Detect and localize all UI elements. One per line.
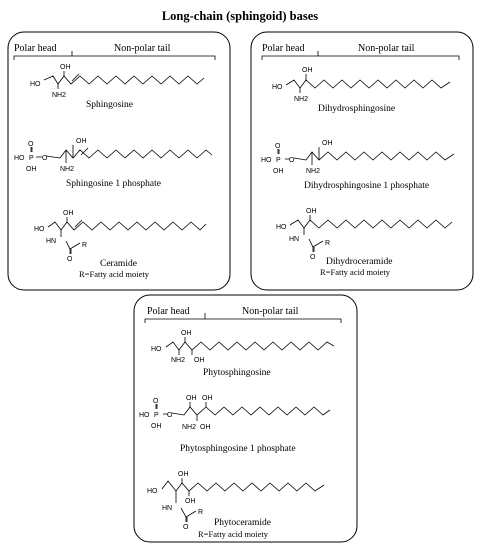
atom-label: P	[276, 157, 281, 164]
molecule-name: Phytoceramide	[214, 518, 271, 528]
atom-label: O	[67, 256, 73, 263]
atom-label: O	[167, 412, 173, 419]
atom-label: OH	[76, 138, 87, 145]
atom-label: OH	[302, 67, 313, 74]
atom-label: NH2	[52, 92, 66, 99]
atom-label: HO	[151, 346, 162, 353]
atom-label: OH	[202, 395, 213, 402]
atom-label: O	[153, 398, 159, 405]
molecule-dihydrosphingosine-1-phosphate: OH O P HO OH O NH2 Dihydrosphingosine 1 …	[261, 140, 455, 191]
atom-label: NH2	[171, 357, 185, 364]
atom-label: OH	[200, 424, 211, 431]
figure-title: Long-chain (sphingoid) bases	[162, 9, 318, 23]
atom-label: OH	[306, 208, 317, 215]
atom-label: HO	[272, 84, 283, 91]
atom-label: HO	[34, 226, 45, 233]
molecule-name: Phytosphingosine 1 phosphate	[180, 444, 296, 454]
atom-label: NH2	[306, 168, 320, 175]
molecule-note: R=Fatty acid moiety	[79, 269, 150, 279]
header-bracket	[13, 51, 216, 60]
atom-label: O	[183, 524, 189, 531]
molecule-phytosphingosine-1-phosphate: OH O P HO OH O OH NH2 OH Phytosphingosin…	[139, 395, 331, 454]
panel-border	[250, 31, 474, 291]
atom-label: OH	[273, 168, 284, 175]
atom-label: OH	[322, 140, 333, 147]
header-bracket	[144, 313, 342, 323]
molecule-note: R=Fatty acid moiety	[320, 267, 391, 277]
molecule-name: Dihydrosphingosine 1 phosphate	[304, 181, 429, 191]
atom-label: R	[325, 240, 330, 247]
atom-label: O	[289, 157, 295, 164]
atom-label: O	[310, 254, 316, 261]
atom-label: HO	[276, 224, 287, 231]
nonpolar-tail-label: Non-polar tail	[114, 43, 171, 54]
panel-dihydrosphingosine-family: Polar head Non-polar tail OH HO NH2 Dihy…	[250, 31, 474, 291]
molecule-note: R=Fatty acid moiety	[198, 529, 269, 539]
atom-label: O	[275, 143, 281, 150]
atom-label: OH	[194, 357, 205, 364]
molecule-name: Dihydrosphingosine	[318, 104, 395, 114]
atom-label: OH	[60, 64, 71, 71]
molecule-sphingosine-1-phosphate: OH O P HO OH O NH2 Sphingosine 1 phospha…	[14, 138, 213, 189]
molecule-sphingosine: OH HO NH2 Sphingosine	[30, 64, 205, 110]
atom-label: HO	[139, 412, 150, 419]
nonpolar-tail-label: Non-polar tail	[358, 43, 415, 54]
atom-label: OH	[185, 498, 196, 505]
atom-label: NH2	[182, 424, 196, 431]
panel-phytosphingosine-family: Polar head Non-polar tail OH HO NH2 OH P…	[133, 294, 358, 543]
atom-label: HO	[147, 488, 158, 495]
atom-label: HN	[289, 236, 299, 243]
molecule-phytoceramide: OH HO OH HN O R Phytoceramide R=Fatty ac…	[147, 471, 325, 539]
atom-label: R	[82, 242, 87, 249]
molecule-name: Sphingosine 1 phosphate	[66, 179, 161, 189]
atom-label: HO	[14, 155, 25, 162]
polar-head-label: Polar head	[147, 306, 190, 317]
molecule-phytosphingosine: OH HO NH2 OH Phytosphingosine	[151, 330, 335, 378]
panel-border	[133, 294, 358, 543]
nonpolar-tail-label: Non-polar tail	[242, 306, 299, 317]
atom-label: OH	[63, 210, 74, 217]
atom-label: HN	[46, 238, 56, 245]
molecule-dihydrosphingosine: OH HO NH2 Dihydrosphingosine	[272, 67, 451, 114]
atom-label: HN	[162, 505, 172, 512]
header-bracket	[261, 51, 460, 60]
panel-border	[7, 31, 231, 291]
atom-label: OH	[151, 423, 162, 430]
atom-label: OH	[181, 330, 192, 337]
atom-label: HO	[261, 157, 272, 164]
atom-label: OH	[178, 471, 189, 478]
atom-label: HO	[30, 81, 41, 88]
atom-label: NH2	[60, 166, 74, 173]
atom-label: O	[28, 141, 34, 148]
atom-label: P	[154, 412, 159, 419]
molecule-name: Ceramide	[100, 259, 137, 269]
molecule-name: Phytosphingosine	[203, 368, 271, 378]
atom-label: OH	[186, 395, 197, 402]
atom-label: NH2	[294, 96, 308, 103]
polar-head-label: Polar head	[262, 43, 305, 54]
molecule-name: Sphingosine	[86, 100, 133, 110]
atom-label: O	[42, 155, 48, 162]
atom-label: P	[29, 155, 34, 162]
molecule-name: Dihydroceramide	[326, 257, 392, 267]
atom-label: OH	[26, 166, 37, 173]
atom-label: R	[198, 509, 203, 516]
molecule-dihydroceramide: OH HO HN O R Dihydroceramide R=Fatty aci…	[276, 208, 453, 277]
molecule-ceramide: OH HO HN O R Ceramide R=Fatty acid moiet…	[34, 210, 207, 279]
polar-head-label: Polar head	[14, 43, 57, 54]
panel-sphingosine-family: Polar head Non-polar tail OH HO NH2 Sphi…	[7, 31, 231, 291]
